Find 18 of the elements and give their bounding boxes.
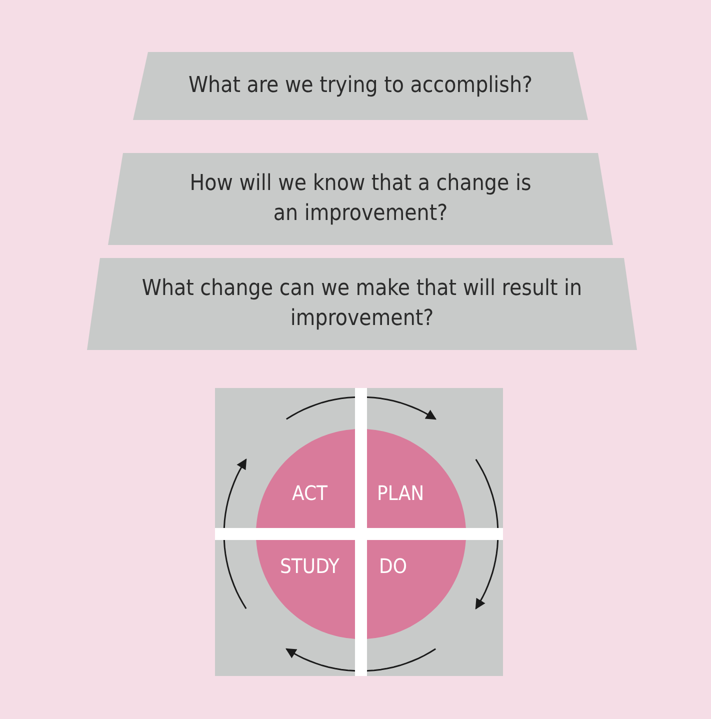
quadrant-segment bbox=[256, 429, 355, 528]
quadrant-segment bbox=[256, 540, 355, 639]
question-text: What change can we make that will result in improvement? bbox=[140, 275, 584, 333]
cycle-arrow bbox=[286, 396, 436, 420]
question-text: What are we trying to accomplish? bbox=[187, 72, 534, 100]
cycle-arrow bbox=[475, 459, 499, 610]
stage-label: STUDY bbox=[280, 554, 340, 578]
question-text: How will we know that a change is an improvement? bbox=[188, 170, 532, 228]
cycle-arrow bbox=[286, 648, 436, 672]
quadrant-segment bbox=[367, 540, 466, 639]
question-trapezoid bbox=[133, 52, 588, 120]
quadrant-segment bbox=[367, 429, 466, 528]
cycle-arrow bbox=[223, 458, 247, 609]
question-trapezoid bbox=[108, 153, 613, 245]
stage-label: PLAN bbox=[377, 481, 424, 505]
stage-label: ACT bbox=[292, 481, 328, 505]
stage-label: DO bbox=[379, 554, 408, 578]
question-trapezoid bbox=[87, 258, 637, 350]
